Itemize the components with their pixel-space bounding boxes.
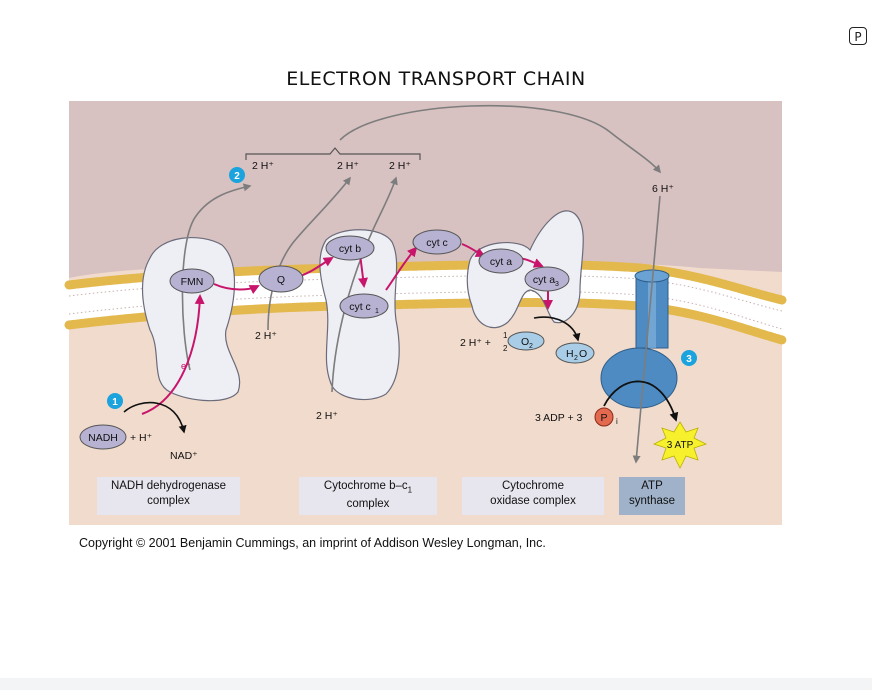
h2o-label: H (566, 348, 574, 360)
complex-1-line1: NADH dehydrogenase (110, 480, 227, 492)
half-denominator: 2 (503, 344, 508, 353)
cytochrome-bc1-label: Cytochrome b–c1 complex (299, 477, 437, 515)
intermembrane-space (69, 101, 782, 278)
complex-2-line1: Cytochrome b–c1 (299, 479, 437, 497)
complex-3-line2: oxidase complex (490, 495, 576, 507)
bottom-bar (0, 678, 872, 690)
atp-synthase (600, 269, 678, 409)
step-1-badge (107, 393, 123, 409)
complex-4-line2: synthase (628, 495, 676, 507)
cyt-a3-sub: 3 (555, 281, 559, 288)
proton-label-2c: 2 H⁺ (389, 160, 411, 172)
cytochrome-oxidase-label: Cytochrome oxidase complex (462, 477, 604, 515)
nadh-molecule (79, 424, 127, 450)
electron-label: e⁻ (181, 361, 191, 371)
parking-icon[interactable]: P (849, 27, 867, 45)
h2o-end: O (579, 348, 587, 360)
cyt-c1-label: cyt c (349, 301, 371, 313)
nadh-arrow (123, 401, 187, 434)
nad-label: NAD⁺ (170, 450, 198, 462)
cyt-a3-carrier (524, 266, 570, 292)
proton-label-cyt-below: 2 H⁺ (316, 410, 338, 422)
h2o-molecule (555, 342, 595, 364)
q-carrier (258, 265, 304, 293)
fmn-label: FMN (181, 276, 204, 288)
complex-4-line1: ATP (641, 480, 663, 492)
step-2-badge (229, 167, 245, 183)
phosphate-icon (594, 407, 614, 427)
step-3-badge (681, 350, 697, 366)
o2-sub: 2 (529, 343, 533, 350)
proton-label-2b: 2 H⁺ (337, 160, 359, 172)
nadh-label: NADH (88, 432, 118, 444)
cyt-c1-sub: 1 (375, 308, 379, 315)
nadh-dehydrogenase-label: NADH dehydrogenase complex (97, 477, 240, 515)
cyt-b-carrier (325, 235, 375, 261)
diagram-title: ELECTRON TRANSPORT CHAIN (286, 68, 586, 90)
cytochrome-oxidase-protein (466, 210, 584, 329)
cyt-c-label: cyt c (426, 237, 448, 249)
plus-h-label: + H⁺ (130, 432, 153, 444)
fmn-carrier (169, 268, 215, 294)
complex-3-line1: Cytochrome (502, 480, 564, 492)
proton-label-6: 6 H⁺ (652, 183, 674, 195)
atp-arrow (603, 380, 679, 422)
cyt-a-label: cyt a (490, 256, 512, 268)
cyt-c-carrier (412, 229, 462, 255)
pi-sub: i (616, 417, 618, 426)
step-3-label: 3 (686, 354, 692, 365)
step-2-label: 2 (234, 171, 240, 182)
atp-burst-icon (652, 421, 708, 469)
cyt-a3-label: cyt a (533, 274, 555, 286)
o2-label: O (521, 336, 529, 348)
copyright-caption: Copyright © 2001 Benjamin Cummings, an i… (79, 536, 546, 550)
proton-label-q-below: 2 H⁺ (255, 330, 277, 342)
o2-molecule (507, 331, 545, 351)
proton-bracket (245, 147, 421, 160)
half-numerator: 1 (503, 331, 508, 340)
q-label: Q (277, 274, 285, 286)
o2-equation-prefix: 2 H⁺ + (460, 337, 491, 349)
cyt-c1-carrier (339, 293, 389, 319)
atp-label: 3 ATP (667, 440, 694, 451)
adp-label: 3 ADP + 3 (535, 412, 583, 424)
proton-label-2a: 2 H⁺ (252, 160, 274, 172)
h2o-sub: 2 (574, 355, 578, 362)
complex-2-line1-sub: 1 (407, 485, 413, 495)
complex-2-line2: complex (346, 498, 390, 511)
step-1-label: 1 (112, 397, 118, 408)
complex-1-line2: complex (147, 495, 190, 507)
cyt-a-carrier (478, 248, 524, 274)
atp-synthase-label: ATP synthase (619, 477, 685, 515)
cyt-b-label: cyt b (339, 243, 361, 255)
electron-paths (141, 243, 553, 415)
nadh-dehydrogenase-protein (141, 237, 241, 402)
complex-2-line1-text: Cytochrome b–c (323, 480, 408, 492)
water-arrow (533, 316, 581, 342)
pi-label: P (600, 412, 607, 424)
